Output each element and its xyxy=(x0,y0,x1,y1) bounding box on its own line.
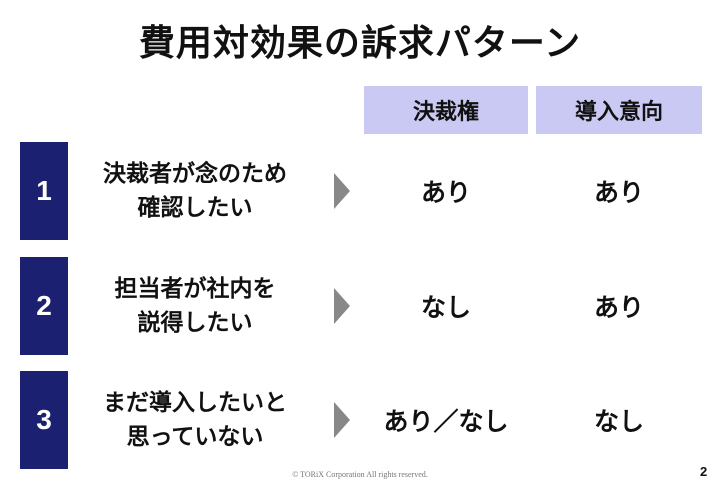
row-label: まだ導入したいと 思っていない xyxy=(72,371,318,469)
column-header-decision-authority: 決裁権 xyxy=(364,86,528,134)
cell-adoption-intent: なし xyxy=(593,407,644,436)
slide-title: 費用対効果の訴求パターン xyxy=(138,23,582,64)
cell-decision-authority: あり xyxy=(420,178,471,207)
row-label: 決裁者が念のため 確認したい xyxy=(72,142,318,240)
page-number: 2 xyxy=(700,464,708,479)
row-label-line2: 思っていない xyxy=(126,424,264,450)
row-number-badge: 1 xyxy=(20,142,68,240)
cell-decision-authority: あり／なし xyxy=(383,407,509,436)
pattern-row-1: 1 決裁者が念のため 確認したい あり あり xyxy=(0,142,720,240)
row-number-badge: 2 xyxy=(20,257,68,355)
row-label-line2: 説得したい xyxy=(137,310,253,336)
row-label: 担当者が社内を 説得したい xyxy=(72,257,318,355)
row-number-badge: 3 xyxy=(20,371,68,469)
row-label-line1: 決裁者が念のため xyxy=(103,161,287,187)
chevron-right-icon xyxy=(334,402,350,438)
column-header-adoption-intent: 導入意向 xyxy=(536,86,702,134)
pattern-row-3: 3 まだ導入したいと 思っていない あり／なし なし xyxy=(0,371,720,469)
copyright-footer: © TORiX Corporation All rights reserved. xyxy=(292,470,428,479)
chevron-right-icon xyxy=(334,173,350,209)
row-label-line1: まだ導入したいと xyxy=(103,390,287,416)
chevron-right-icon xyxy=(334,288,350,324)
pattern-row-2: 2 担当者が社内を 説得したい なし あり xyxy=(0,257,720,355)
row-label-line2: 確認したい xyxy=(137,195,253,221)
cell-adoption-intent: あり xyxy=(593,178,644,207)
row-label-line1: 担当者が社内を xyxy=(114,276,276,302)
cell-decision-authority: なし xyxy=(420,293,471,322)
cell-adoption-intent: あり xyxy=(593,293,644,322)
